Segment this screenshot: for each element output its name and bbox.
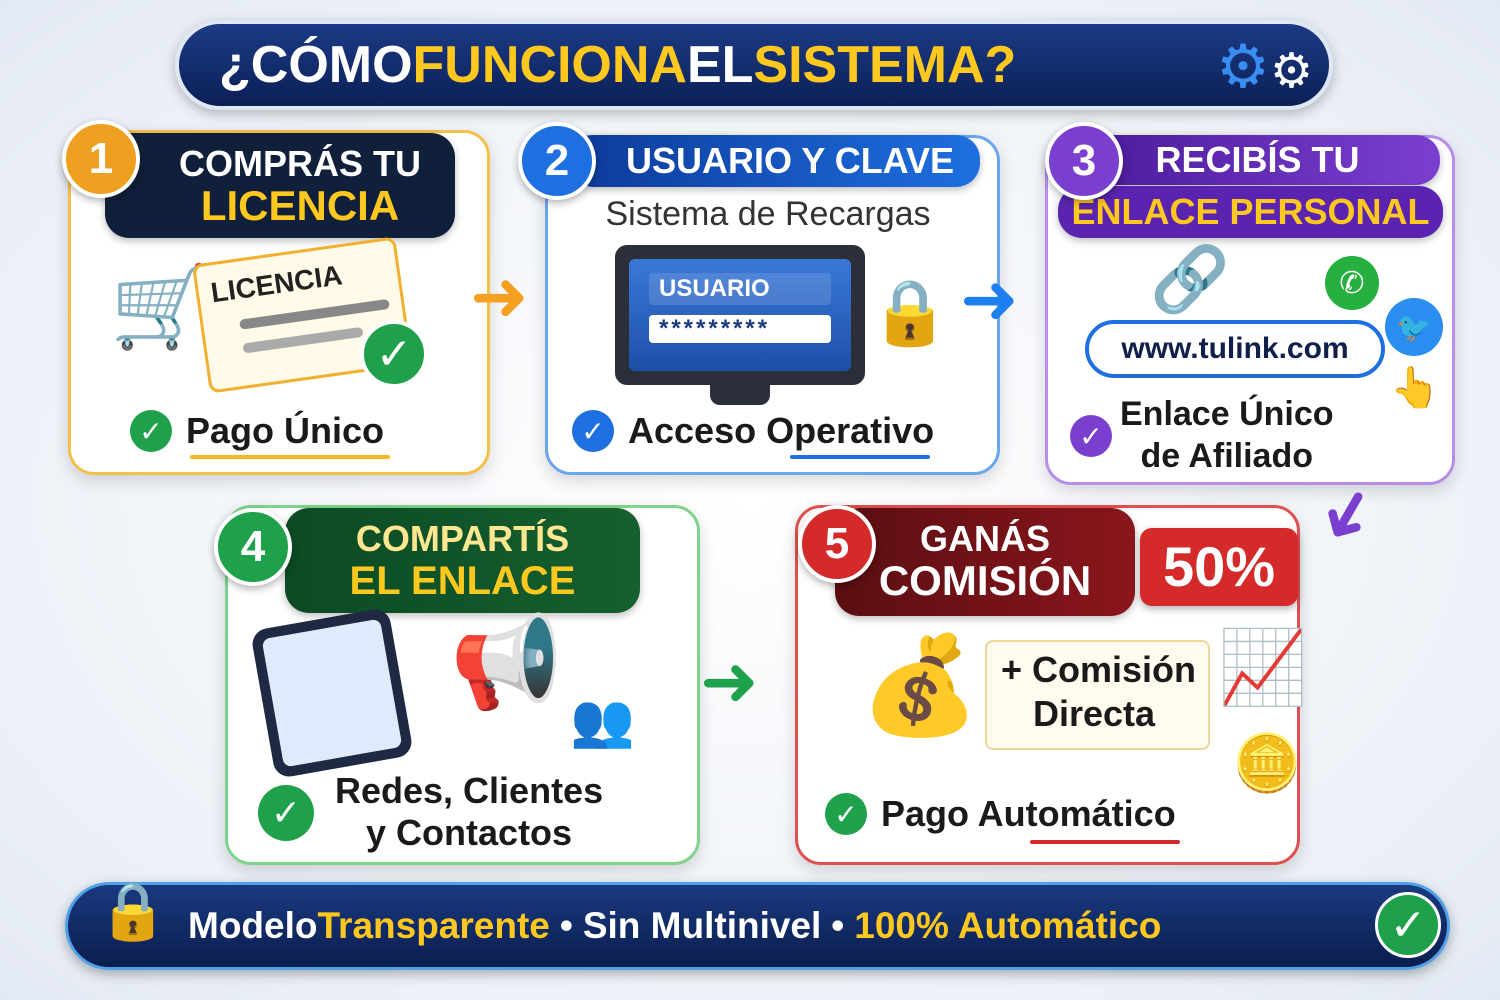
title-text: FUNCIONA xyxy=(412,36,687,94)
arrow-icon: ➜ xyxy=(960,260,1019,338)
separator: • xyxy=(559,905,573,946)
check-icon: ✓ xyxy=(1375,892,1441,958)
step-5-footer: ✓ Pago Automático xyxy=(825,793,1176,835)
footer-text: Enlace Único xyxy=(1120,395,1334,433)
step-badge: 5 xyxy=(798,505,876,583)
username-field: USUARIO xyxy=(649,273,831,305)
step-3-footer: Enlace Único de Afiliado xyxy=(1120,393,1334,477)
step-1-footer: ✓ Pago Único xyxy=(130,410,384,452)
step-5-title: GANÁS COMISIÓN xyxy=(835,508,1135,616)
monitor-illustration: USUARIO ********* xyxy=(615,245,865,385)
footer-text: Redes, Clientes xyxy=(335,770,604,811)
check-icon: ✓ xyxy=(360,320,428,388)
page-title-banner: ¿CÓMO FUNCIONA EL SISTEMA? ⚙⚙ xyxy=(175,20,1333,110)
step-2-footer: ✓ Acceso Operativo xyxy=(572,410,934,452)
footer-text: Sin Multinivel xyxy=(582,905,822,946)
footer-text: Pago Único xyxy=(186,410,385,451)
footer-text: 100% Automático xyxy=(854,905,1162,946)
footer-text: Acceso Operativo xyxy=(628,410,935,451)
padlock-icon: 🔒 xyxy=(98,879,168,942)
people-icon: 👥 xyxy=(570,692,635,750)
title-line: COMISIÓN xyxy=(878,557,1092,604)
step-3-title-line2: ENLACE PERSONAL xyxy=(1058,186,1443,238)
note-line: + Comisión xyxy=(1001,649,1197,690)
step-2-title: USUARIO Y CLAVE xyxy=(570,135,980,187)
footer-text: Transparente xyxy=(317,905,550,946)
step-4-title: COMPARTÍS EL ENLACE xyxy=(285,508,640,613)
title-line: EL ENLACE xyxy=(349,559,576,603)
step-1-title: COMPRÁS TU LICENCIA xyxy=(105,133,455,238)
step-badge: 1 xyxy=(62,120,140,198)
monitor-stand xyxy=(710,385,770,405)
step-badge: 3 xyxy=(1045,122,1123,200)
money-bag-icon: 💰 xyxy=(860,632,980,739)
note-line: Directa xyxy=(1033,693,1156,734)
footer-text: Pago Automático xyxy=(881,793,1176,834)
check-icon: ✓ xyxy=(130,410,172,452)
password-field: ********* xyxy=(649,315,831,343)
check-icon: ✓ xyxy=(1070,415,1112,457)
step-2-subtitle: Sistema de Recargas xyxy=(605,195,931,233)
footer-text: y Contactos xyxy=(366,812,573,853)
footer-text: Modelo xyxy=(188,905,318,946)
license-label: LICENCIA xyxy=(208,259,345,309)
title-line: COMPARTÍS xyxy=(355,518,570,559)
link-icon: 🔗 xyxy=(1150,243,1230,315)
affiliate-url: www.tulink.com xyxy=(1085,320,1385,378)
step-3-title: RECIBÍS TU xyxy=(1075,135,1440,185)
lock-icon: 🔒 xyxy=(870,276,950,348)
growth-chart-icon: 📈 xyxy=(1218,628,1308,708)
arrow-icon: ➜ xyxy=(470,257,529,335)
twitter-icon: 🐦 xyxy=(1385,298,1443,356)
separator: • xyxy=(831,905,845,946)
underline xyxy=(190,455,390,459)
footer-text: de Afiliado xyxy=(1140,437,1314,475)
check-icon: ✓ xyxy=(258,785,314,841)
step-badge: 2 xyxy=(518,122,596,200)
title-text: EL xyxy=(686,36,754,94)
title-line: LICENCIA xyxy=(200,182,400,229)
underline xyxy=(1030,840,1180,844)
commission-percent-badge: 50% xyxy=(1140,528,1298,606)
title-line: GANÁS xyxy=(919,518,1050,559)
megaphone-icon: 📢 xyxy=(450,613,563,713)
coins-icon: 🪙 xyxy=(1232,731,1302,794)
whatsapp-icon: ✆ xyxy=(1325,256,1379,310)
check-icon: ✓ xyxy=(572,410,614,452)
title-text: ¿CÓMO xyxy=(219,36,413,94)
footer-banner: Modelo Transparente • Sin Multinivel • 1… xyxy=(65,882,1450,970)
check-icon: ✓ xyxy=(825,793,867,835)
underline xyxy=(790,455,930,459)
title-line: COMPRÁS TU xyxy=(179,143,421,184)
title-text: SISTEMA? xyxy=(753,36,1017,94)
gears-icon: ⚙⚙ xyxy=(1216,33,1313,100)
phone-illustration xyxy=(250,606,414,780)
pointer-hand-icon: 👆 xyxy=(1390,366,1440,410)
direct-commission-note: + Comisión Directa xyxy=(985,640,1210,750)
arrow-icon: ➜ xyxy=(700,642,759,720)
step-badge: 4 xyxy=(214,508,292,586)
